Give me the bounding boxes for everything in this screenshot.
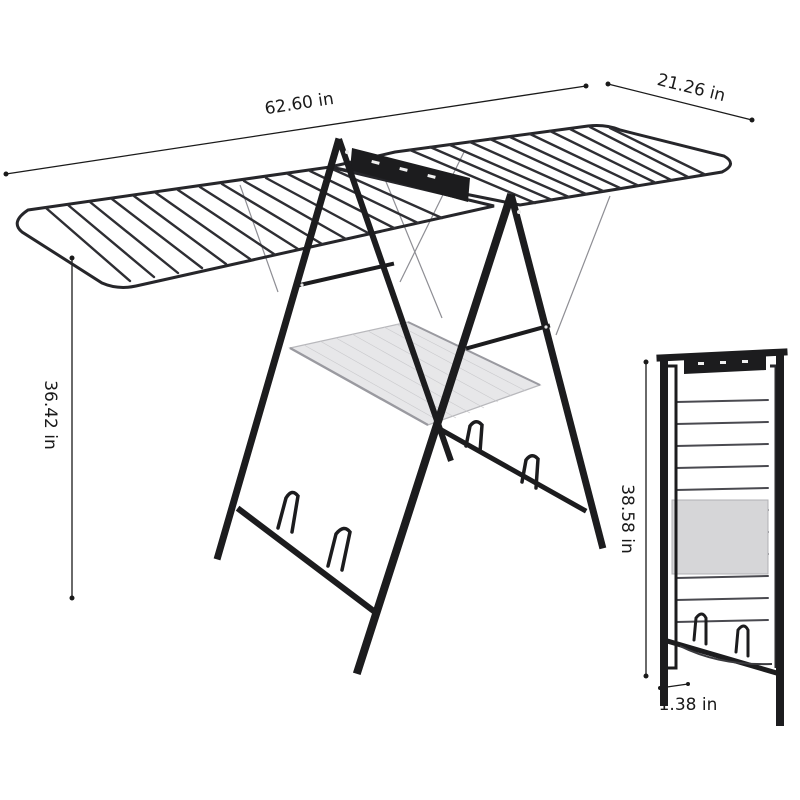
mesh-shelf <box>288 321 542 427</box>
length-dimension: 62.60 in <box>3 83 589 177</box>
drying-rack-folded <box>656 348 788 726</box>
folded-height-dimension: 38.58 in <box>617 359 649 679</box>
height-label: 36.42 in <box>40 380 60 450</box>
height-dimension: 36.42 in <box>40 255 75 601</box>
shoe-holders <box>276 420 540 572</box>
right-wing <box>329 124 732 207</box>
frame-bolts <box>300 150 548 387</box>
left-wing <box>15 165 495 289</box>
folded-mesh <box>671 499 769 575</box>
depth-dimension: 21.26 in <box>605 70 755 123</box>
folded-height-label: 38.58 in <box>617 484 637 554</box>
depth-label: 21.26 in <box>655 70 727 106</box>
drying-rack-open <box>15 124 732 676</box>
frame-legs <box>213 137 607 676</box>
folded-thickness-label: 1.38 in <box>659 695 718 715</box>
length-label: 62.60 in <box>263 89 335 119</box>
top-bracket <box>350 148 470 202</box>
right-wing-rods <box>408 125 706 205</box>
